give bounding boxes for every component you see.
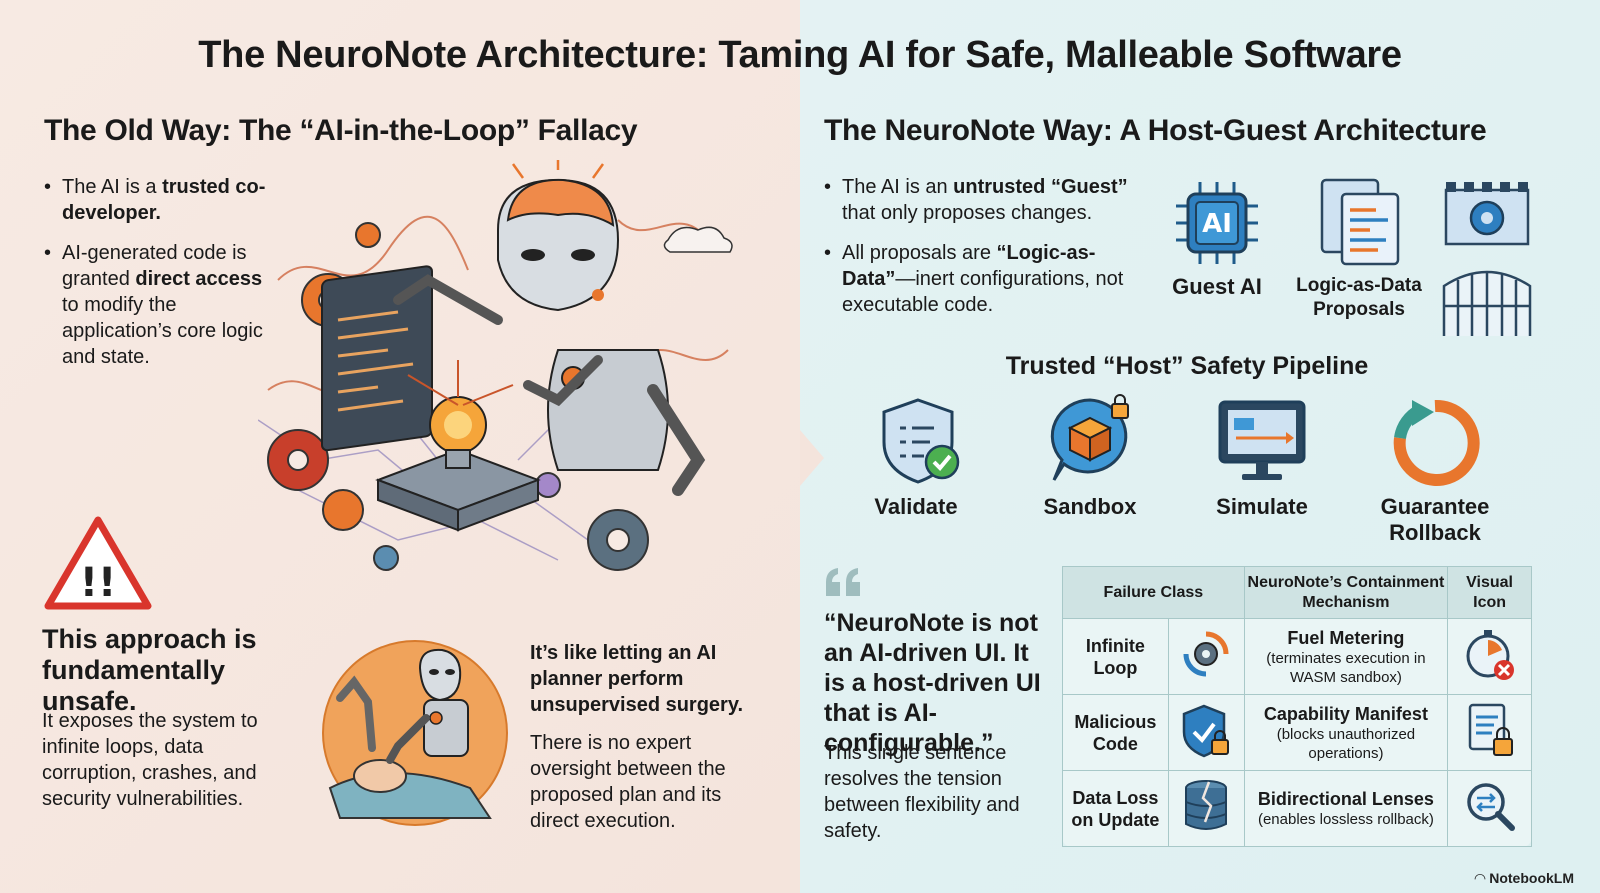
database-crack-icon	[1167, 770, 1245, 847]
guest-ai-chip-text: AI	[1202, 209, 1232, 239]
table-header-row: Failure Class NeuroNote’s Containment Me…	[1062, 566, 1532, 619]
failure-class-cell: Malicious Code	[1062, 694, 1169, 771]
old-way-heading: The Old Way: The “AI-in-the-Loop” Fallac…	[44, 114, 638, 147]
pipeline-label-rollback: Guarantee Rollback	[1380, 494, 1490, 545]
old-way-bullet-2: AI-generated code is granted direct acce…	[42, 240, 282, 370]
unsafe-body: It exposes the system to infinite loops,…	[42, 710, 258, 810]
warning-triangle-icon: !!	[44, 516, 152, 610]
page-title: The NeuroNote Architecture: Taming AI fo…	[198, 34, 1402, 76]
pipeline-heading: Trusted “Host” Safety Pipeline	[1005, 352, 1369, 380]
notebooklm-logo-icon: ◠	[1474, 870, 1490, 886]
mechanism-cell: Capability Manifest(blocks unauthorized …	[1243, 694, 1449, 771]
robot-surgery-illustration	[322, 640, 508, 826]
logic-documents-icon	[1320, 178, 1400, 266]
table-header-mechanism: NeuroNote’s Containment Mechanism	[1243, 566, 1449, 619]
quote-body: This single sentence resolves the tensio…	[824, 742, 1020, 842]
monitor-simulate-icon	[1218, 400, 1306, 480]
table-header-icon: Visual Icon	[1447, 566, 1532, 619]
guest-ai-chip-icon: AI	[1176, 182, 1258, 264]
magnifier-arrows-icon	[1447, 770, 1532, 847]
mechanism-cell: Bidirectional Lenses(enables lossless ro…	[1243, 770, 1449, 847]
robot-coding-illustration	[258, 160, 733, 571]
new-way-bullet-1: The AI is an untrusted “Guest” that only…	[822, 174, 1142, 226]
pipeline-label-sandbox: Sandbox	[1043, 494, 1137, 519]
failure-class-cell: Data Loss on Update	[1062, 770, 1169, 847]
panel-divider-arrow	[800, 430, 824, 486]
guest-ai-label: Guest AI	[1172, 274, 1262, 299]
svg-text:!!: !!	[80, 560, 116, 606]
proposals-label: Logic-as-Data Proposals	[1296, 275, 1422, 320]
old-way-bullet-1: The AI is a trusted co-developer.	[42, 174, 282, 226]
sandbox-cube-icon	[1050, 394, 1129, 481]
table-row: Malicious Code Capability Manifest(block…	[1062, 694, 1532, 771]
table-header-failure: Failure Class	[1062, 566, 1245, 619]
table-row: Infinite Loop Fuel Metering(terminates e…	[1062, 618, 1532, 695]
unsafe-heading: This approach is fundamentally unsafe.	[42, 624, 257, 716]
old-way-bullets: The AI is a trusted co-developer. AI-gen…	[42, 174, 282, 384]
table-row: Data Loss on Update Bidirectional Lenses…	[1062, 770, 1532, 847]
host-gate-icon	[1442, 182, 1532, 336]
new-way-bullet-2: All proposals are “Logic-as-Data”—inert …	[822, 240, 1142, 318]
document-lock-icon	[1447, 694, 1532, 771]
rollback-arrow-icon	[1393, 399, 1480, 486]
pipeline-label-validate: Validate	[874, 494, 958, 519]
stopwatch-x-icon	[1447, 618, 1532, 695]
loop-gear-icon	[1167, 618, 1245, 695]
failure-containment-table: Failure Class NeuroNote’s Containment Me…	[1062, 566, 1532, 847]
failure-class-cell: Infinite Loop	[1062, 618, 1169, 695]
surgery-body: There is no expert oversight between the…	[530, 732, 726, 832]
new-way-bullets: The AI is an untrusted “Guest” that only…	[822, 174, 1142, 332]
new-way-heading: The NeuroNote Way: A Host-Guest Architec…	[824, 114, 1487, 147]
surgery-heading: It’s like letting an AI planner perform …	[530, 642, 744, 716]
key-quote: “NeuroNote is not an AI-driven UI. It is…	[824, 609, 1041, 757]
brand-label: ◠ NotebookLM	[1474, 870, 1574, 886]
quote-mark-icon	[826, 568, 860, 596]
pipeline-label-simulate: Simulate	[1216, 494, 1308, 519]
mechanism-cell: Fuel Metering(terminates execution in WA…	[1243, 618, 1449, 695]
shield-check-icon	[882, 398, 960, 484]
shield-lock-icon	[1167, 694, 1245, 771]
